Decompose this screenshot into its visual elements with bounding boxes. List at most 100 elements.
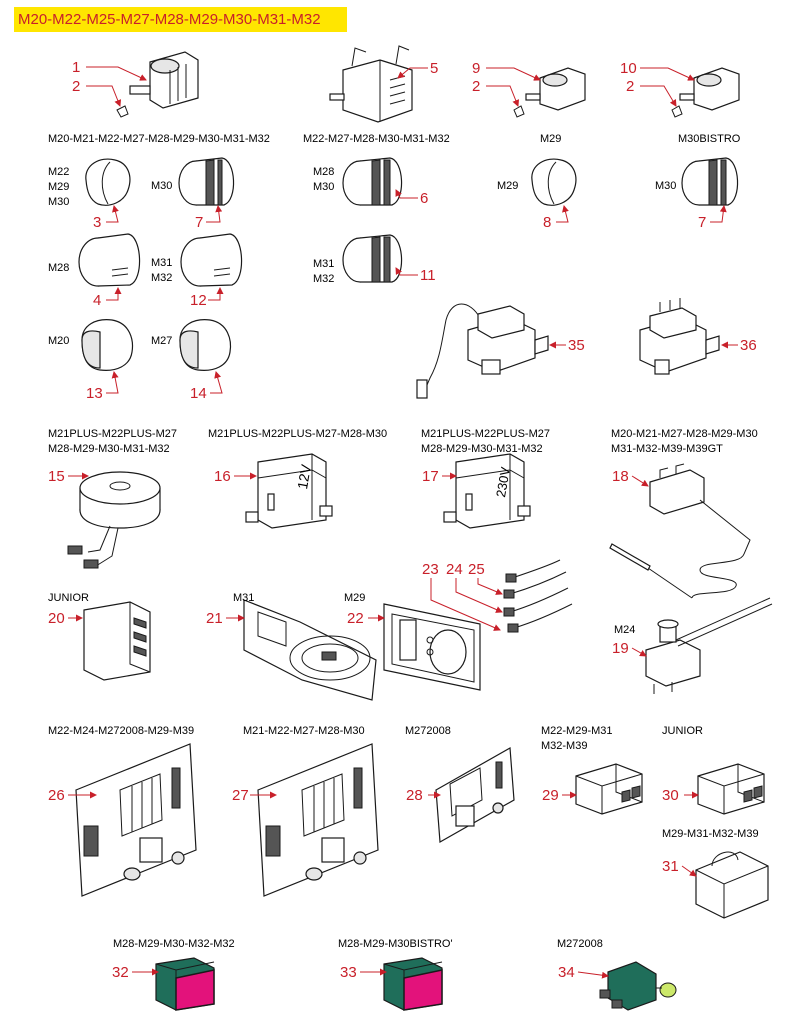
relay-16 [245,453,333,529]
switch-32 [155,957,215,1011]
callout-2a: 2 [72,78,81,95]
label-knob3-m22: M22 [48,166,70,178]
label-transformer-a: M21PLUS-M22PLUS-M27 [48,428,177,440]
callout-4: 4 [93,292,102,309]
label-knob12-m32: M32 [151,272,173,284]
label-relay17-b: M28-M29-M30-M31-M32 [421,443,543,455]
callout-29: 29 [542,787,559,804]
label-panel22: M29 [344,592,366,604]
label-knob8-m29: M29 [497,180,519,192]
knob-7b [681,157,739,206]
label-knob3-m29: M29 [48,181,70,193]
callout-19: 19 [612,640,629,657]
label-relay30: JUNIOR [662,725,703,737]
circuit-board-27 [257,743,379,897]
page-title: M20-M22-M25-M27-M28-M29-M30-M31-M32 [14,7,347,32]
callout-36: 36 [740,337,757,354]
front-panel-22 [383,603,481,691]
transformer-15 [67,471,161,569]
module-20 [83,601,151,681]
label-knob12-m31: M31 [151,257,173,269]
callout-leaders [68,66,738,979]
callout-30: 30 [662,787,679,804]
label-switchbox-models: M22-M27-M28-M30-M31-M32 [303,133,450,145]
label-switch33: M28-M29-M30BISTRO' [338,938,453,950]
label-board27: M21-M22-M27-M28-M30 [243,725,365,737]
knob-12 [180,233,243,287]
label-relay29-a: M22-M29-M31 [541,725,613,737]
callout-9: 9 [472,60,481,77]
label-m30bistro: M30BISTRO [678,133,741,145]
label-transformer-b: M28-M29-M30-M31-M32 [48,443,170,455]
label-relay17-a: M21PLUS-M22PLUS-M27 [421,428,550,440]
circuit-board-28 [435,747,515,843]
callout-25: 25 [468,561,485,578]
pressure-switch-36 [639,298,720,375]
label-knob11-m32: M32 [313,273,335,285]
callout-34: 34 [558,964,575,981]
knob-13 [81,319,134,371]
callout-17: 17 [422,468,439,485]
label-knob7-m30: M30 [151,180,173,192]
callout-18: 18 [612,468,629,485]
label-switch-models: M20-M21-M22-M27-M28-M29-M30-M31-M32 [48,133,270,145]
callout-7b: 7 [698,214,707,231]
callout-35: 35 [568,337,585,354]
callout-31: 31 [662,858,679,875]
switch-34 [599,961,677,1011]
label-switch34: M272008 [557,938,603,950]
label-knob6-m30: M30 [313,181,335,193]
switch-33 [383,957,443,1011]
callout-8: 8 [543,214,552,231]
label-knob14-m27: M27 [151,335,173,347]
thermostat-19 [645,597,773,694]
callout-11: 11 [420,267,436,284]
switch-m29-part [513,67,586,118]
label-thermostat19: M24 [614,624,636,636]
label-relay29-b: M32-M39 [541,740,588,752]
label-knob6-m28: M28 [313,166,335,178]
label-thermostat18-a: M20-M21-M27-M28-M29-M30 [611,428,758,440]
pressure-switch-35 [416,303,549,399]
switch-m30bistro-part [671,67,740,118]
callout-32: 32 [112,964,129,981]
relay-17 [443,453,531,529]
selector-clip-part [116,105,129,118]
label-thermostat18-b: M31-M32-M39-M39GT [611,443,723,455]
callout-6: 6 [420,190,429,207]
callout-28: 28 [406,787,423,804]
relay-30 [697,763,765,815]
front-panel-21 [243,599,377,701]
label-mount31: M29-M31-M32-M39 [662,828,759,840]
knob-4 [78,233,141,287]
callout-21: 21 [206,610,223,627]
callout-27: 27 [232,787,249,804]
callout-15: 15 [48,468,65,485]
callout-1: 1 [72,59,81,76]
callout-7a: 7 [195,214,204,231]
label-m29: M29 [540,133,562,145]
knob-6 [342,157,403,206]
label-relay16: M21PLUS-M22PLUS-M27-M28-M30 [208,428,388,440]
label-knob3-m30: M30 [48,196,70,208]
callout-12: 12 [190,292,207,309]
knob-14 [179,319,232,371]
label-panel21: M31 [233,592,255,604]
callout-26: 26 [48,787,65,804]
label-module20: JUNIOR [48,592,89,604]
cables-23-25 [503,559,573,633]
label-knob11-m31: M31 [313,258,335,270]
callout-10: 10 [620,60,637,77]
callout-24: 24 [446,561,463,578]
knob-7a [178,157,235,206]
label-board26: M22-M24-M272008-M29-M39 [48,725,195,737]
switch-box-part [329,45,413,123]
callout-16: 16 [214,468,231,485]
label-knob7b-m30: M30 [655,180,677,192]
thermostat-18 [609,463,751,599]
label-board28: M272008 [405,725,451,737]
callout-23: 23 [422,561,439,578]
callout-14: 14 [190,385,207,402]
